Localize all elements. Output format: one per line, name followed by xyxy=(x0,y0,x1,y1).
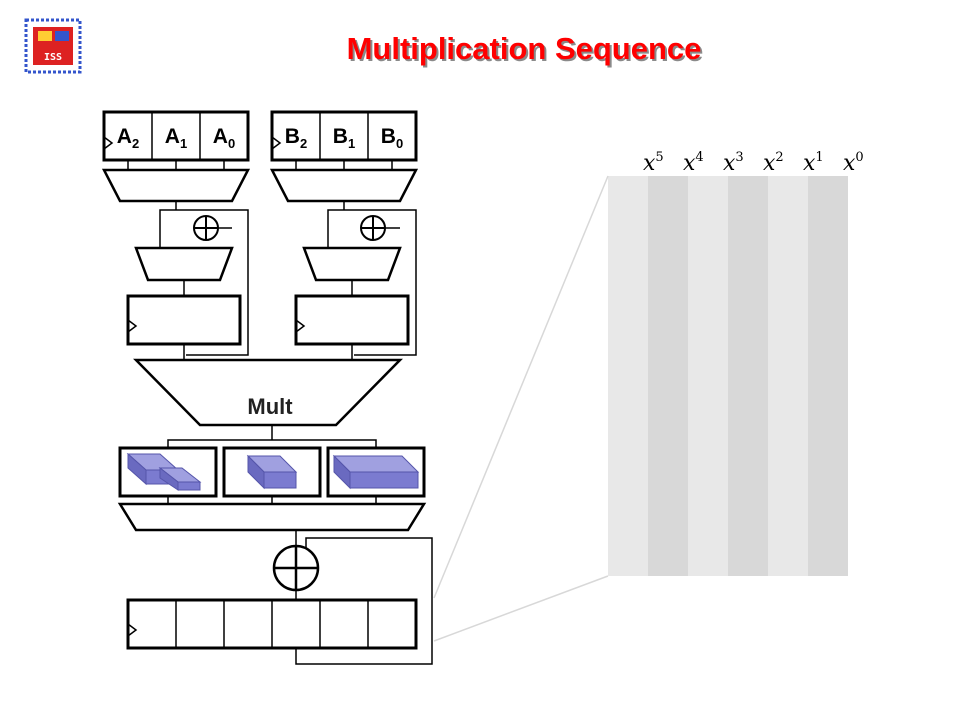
power-label: x5 xyxy=(643,150,664,176)
clock-icon xyxy=(127,623,138,637)
register-b-cell: B1 xyxy=(333,125,355,151)
partial-product-block xyxy=(332,454,420,490)
power-label: x0 xyxy=(843,150,864,176)
mux-a-small xyxy=(134,246,234,282)
partial-product-block xyxy=(246,454,298,490)
register-a-cell: A1 xyxy=(165,125,187,151)
mux-b xyxy=(269,168,419,203)
register-a-operand xyxy=(126,294,242,346)
clock-icon xyxy=(271,136,282,150)
mux-a xyxy=(101,168,251,203)
projection-line-bottom xyxy=(433,575,609,642)
logo-text: ISS xyxy=(44,52,62,63)
power-labels: x5 x4 x3 x2 x1 x0 xyxy=(643,150,864,176)
register-b-cell: B2 xyxy=(285,125,307,151)
mux-b-small xyxy=(302,246,402,282)
page-title: Multiplication Sequence xyxy=(347,31,702,66)
projection-line-top xyxy=(433,175,609,599)
power-label: x3 xyxy=(723,150,744,176)
register-b-operand xyxy=(294,294,410,346)
multiplier-label: Mult xyxy=(247,394,293,419)
register-a-cell: A2 xyxy=(117,125,139,151)
iss-logo: ISS xyxy=(24,18,82,74)
power-label: x4 xyxy=(683,150,704,176)
partial-product-block xyxy=(126,452,202,491)
power-label: x2 xyxy=(763,150,784,176)
register-a-cell: A0 xyxy=(213,125,235,151)
multiplier xyxy=(133,358,403,427)
register-b-cell: B0 xyxy=(381,125,403,151)
power-label: x1 xyxy=(803,150,824,176)
mux-partial xyxy=(117,502,427,532)
page-title-shadow: Multiplication Sequence xyxy=(349,33,704,68)
accumulator-register xyxy=(126,598,418,650)
clock-icon xyxy=(103,136,114,150)
polynomial-columns xyxy=(608,176,848,576)
